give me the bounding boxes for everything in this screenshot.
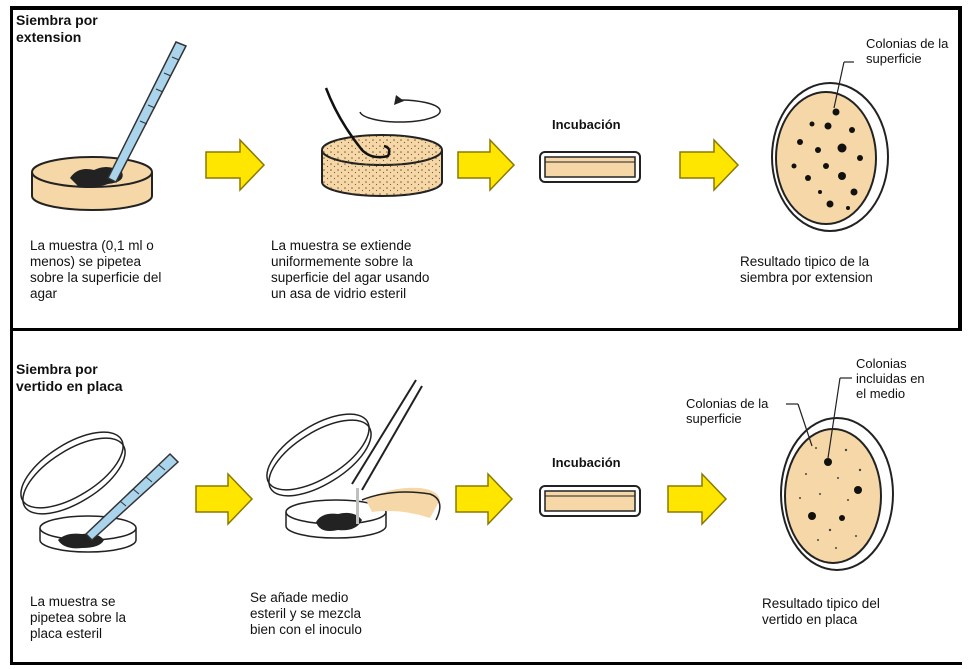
arrow-right-icon	[456, 474, 512, 524]
panel-title-pour-plate: Siembra por vertido en placa	[16, 361, 123, 395]
result-plate-icon	[781, 418, 893, 570]
incubation-label: Incubación	[552, 117, 621, 132]
step1-caption: La muestra (0,1 ml o menos) se pipetea s…	[30, 238, 161, 302]
incubation-plate-icon	[540, 486, 640, 516]
incubation-plate-icon	[540, 152, 640, 182]
plate-with-sample-icon	[32, 157, 152, 210]
arrow-right-icon	[458, 140, 514, 190]
arrow-right-icon	[196, 474, 252, 524]
pipette-icon	[108, 42, 186, 182]
arrow-right-icon	[668, 474, 726, 524]
rotation-arrow-icon	[360, 95, 440, 122]
result-caption: Resultado tipico del vertido en placa	[762, 596, 880, 628]
step2-caption: La muestra se extiende uniformemente sob…	[271, 238, 429, 302]
open-petri-dish-icon	[9, 417, 137, 552]
surface-colonies-label: Colonias de la superficie	[866, 36, 948, 66]
arrow-right-icon	[680, 140, 738, 190]
arrow-right-icon	[206, 140, 264, 190]
step2-caption: Se añade medio esteril y se mezcla bien …	[250, 590, 362, 638]
incubation-label: Incubación	[552, 455, 621, 470]
pour-plate-dish-icon	[255, 399, 386, 538]
result-plate-icon	[772, 83, 888, 231]
spread-plate-icon	[322, 135, 442, 196]
panel-title-extension: Siembra por extension	[16, 12, 98, 46]
surface-colonies-label: Colonias de la superficie	[686, 396, 768, 426]
embedded-colonies-label: Colonias incluidas en el medio	[856, 356, 925, 401]
result-caption: Resultado tipico de la siembra por exten…	[740, 254, 873, 286]
step1-caption: La muestra se pipetea sobre la placa est…	[30, 594, 126, 642]
